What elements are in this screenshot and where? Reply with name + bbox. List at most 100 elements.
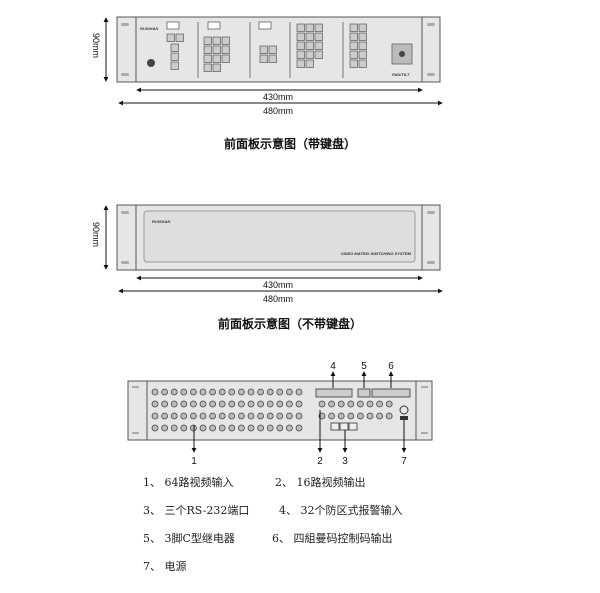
- keypad-button[interactable]: [296, 50, 305, 59]
- video-input-bnc: [161, 400, 169, 408]
- keypad-button[interactable]: [296, 23, 305, 32]
- video-input-bnc: [285, 424, 293, 432]
- video-input-bnc: [266, 388, 274, 396]
- video-input-bnc: [285, 412, 293, 420]
- video-input-bnc: [199, 412, 207, 420]
- video-input-bnc: [209, 412, 217, 420]
- video-input-bnc: [247, 400, 255, 408]
- video-output-bnc: [385, 400, 393, 408]
- keypad-button[interactable]: [221, 54, 230, 63]
- video-input-bnc: [218, 412, 226, 420]
- legend-item-6: 6、 四組曼码控制码输出: [272, 532, 393, 545]
- keypad-button[interactable]: [349, 50, 358, 59]
- keypad-button[interactable]: [314, 23, 323, 32]
- video-input-bnc: [285, 400, 293, 408]
- video-input-bnc: [189, 388, 197, 396]
- video-input-bnc: [257, 388, 265, 396]
- dimensions-keyboard: 90mm 430mm 480mm 前面板示意图（带键盘）: [91, 17, 443, 151]
- video-input-bnc: [189, 412, 197, 420]
- alarm-input-port: [315, 388, 353, 398]
- keypad-button[interactable]: [259, 45, 268, 54]
- keypad-button[interactable]: [166, 33, 175, 42]
- video-input-bnc: [151, 388, 159, 396]
- inner-width-label: 430mm: [263, 92, 293, 102]
- video-input-bnc: [170, 400, 178, 408]
- control-code-port: [371, 388, 411, 398]
- keypad-button[interactable]: [170, 43, 179, 52]
- video-output-bnc: [328, 400, 336, 408]
- video-output-bnc: [347, 412, 355, 420]
- keypad-button[interactable]: [305, 41, 314, 50]
- keypad-button[interactable]: [268, 54, 277, 63]
- keypad-button[interactable]: [221, 45, 230, 54]
- keypad-button[interactable]: [305, 23, 314, 32]
- video-output-bnc: [347, 400, 355, 408]
- keypad-button[interactable]: [221, 36, 230, 45]
- keypad-button[interactable]: [314, 32, 323, 41]
- video-input-bnc: [228, 412, 236, 420]
- keypad-button[interactable]: [305, 50, 314, 59]
- callout-6: 6: [388, 361, 394, 372]
- keypad-button[interactable]: [203, 63, 212, 72]
- keypad-button[interactable]: [259, 54, 268, 63]
- video-input-bnc: [180, 400, 188, 408]
- keypad-button[interactable]: [170, 61, 179, 70]
- video-input-bnc: [237, 424, 245, 432]
- caption-keyboard: 前面板示意图（带键盘）: [224, 136, 356, 151]
- keypad-button[interactable]: [170, 52, 179, 61]
- video-input-bnc: [218, 388, 226, 396]
- keypad-button[interactable]: [212, 45, 221, 54]
- keypad-button[interactable]: [296, 32, 305, 41]
- keypad-button[interactable]: [349, 41, 358, 50]
- video-input-bnc: [161, 424, 169, 432]
- video-input-bnc: [295, 400, 303, 408]
- keypad-button[interactable]: [212, 63, 221, 72]
- key-lock-icon: [147, 59, 155, 67]
- video-input-bnc: [209, 400, 217, 408]
- keypad-button[interactable]: [175, 33, 184, 42]
- video-input-bnc: [285, 388, 293, 396]
- video-input-bnc: [295, 424, 303, 432]
- video-input-bnc: [257, 400, 265, 408]
- keypad-button[interactable]: [358, 32, 367, 41]
- callout-2: 2: [317, 456, 323, 467]
- front-panel-keyboard: RUISHAN PAN/TILT: [116, 16, 441, 83]
- ptz-label: PAN/TILT: [392, 72, 410, 77]
- brand-logo: RUISHAN: [140, 26, 158, 31]
- video-input-bnc: [199, 400, 207, 408]
- video-input-bnc: [257, 424, 265, 432]
- keypad-button[interactable]: [212, 54, 221, 63]
- legend-item-3: 3、 三个RS-232端口: [143, 504, 250, 517]
- keypad-button[interactable]: [358, 50, 367, 59]
- keypad-button[interactable]: [203, 45, 212, 54]
- keypad-button[interactable]: [358, 59, 367, 68]
- video-input-bnc: [266, 412, 274, 420]
- keypad-button[interactable]: [349, 32, 358, 41]
- video-input-bnc: [189, 400, 197, 408]
- video-input-bnc: [199, 388, 207, 396]
- keypad-button[interactable]: [349, 23, 358, 32]
- keypad-button[interactable]: [314, 50, 323, 59]
- keypad-button[interactable]: [203, 36, 212, 45]
- video-input-bnc: [189, 424, 197, 432]
- front-panel-plain: RUISHAN VIDEO MATRIX SWITCHING SYSTEM: [116, 204, 441, 271]
- keypad-button[interactable]: [296, 59, 305, 68]
- keypad-button[interactable]: [212, 36, 221, 45]
- video-output-bnc: [376, 412, 384, 420]
- video-input-bnc: [276, 400, 284, 408]
- keypad-button[interactable]: [305, 32, 314, 41]
- keypad-button[interactable]: [358, 41, 367, 50]
- inner-width-label: 430mm: [263, 280, 293, 290]
- keypad-button[interactable]: [349, 59, 358, 68]
- keypad-button[interactable]: [314, 41, 323, 50]
- keypad-button[interactable]: [203, 54, 212, 63]
- keypad-button[interactable]: [296, 41, 305, 50]
- video-input-bnc: [180, 424, 188, 432]
- keypad-button[interactable]: [305, 59, 314, 68]
- led-display: [166, 21, 180, 30]
- system-label: VIDEO MATRIX SWITCHING SYSTEM: [341, 251, 412, 256]
- keypad-button[interactable]: [268, 45, 277, 54]
- video-input-bnc: [276, 412, 284, 420]
- video-input-bnc: [228, 388, 236, 396]
- keypad-button[interactable]: [358, 23, 367, 32]
